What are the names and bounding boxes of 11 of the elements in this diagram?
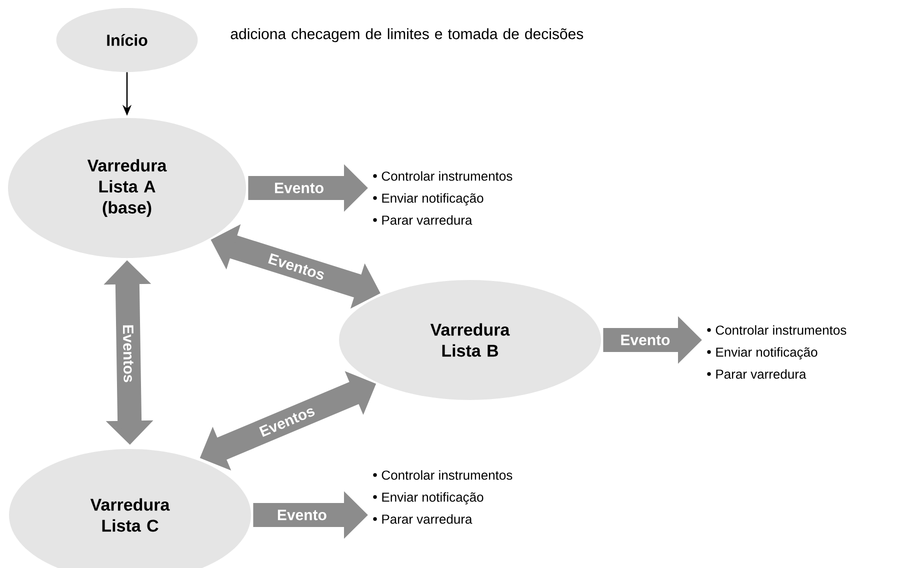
edge-label: Eventos bbox=[122, 325, 134, 382]
bullet-list: Controlar instrumentos Enviar notificação Parar varredura bbox=[382, 171, 512, 225]
bullet-list: Controlar instrumentos Enviar notificação Parar varredura bbox=[382, 470, 512, 524]
bullet-list: Controlar instrumentos Enviar notificação Parar varredura bbox=[716, 325, 846, 379]
edge-label: Evento bbox=[278, 510, 326, 520]
edge-label: Evento bbox=[621, 334, 670, 346]
ellipse-node: Varredura Lista A (base) bbox=[8, 118, 246, 258]
ellipse-node: Varredura Lista B bbox=[339, 280, 601, 400]
edge-label: Evento bbox=[275, 182, 324, 194]
heading: adiciona checagem de limites e tomada de decisões bbox=[230, 28, 584, 42]
ellipse-node: Início bbox=[56, 8, 198, 72]
